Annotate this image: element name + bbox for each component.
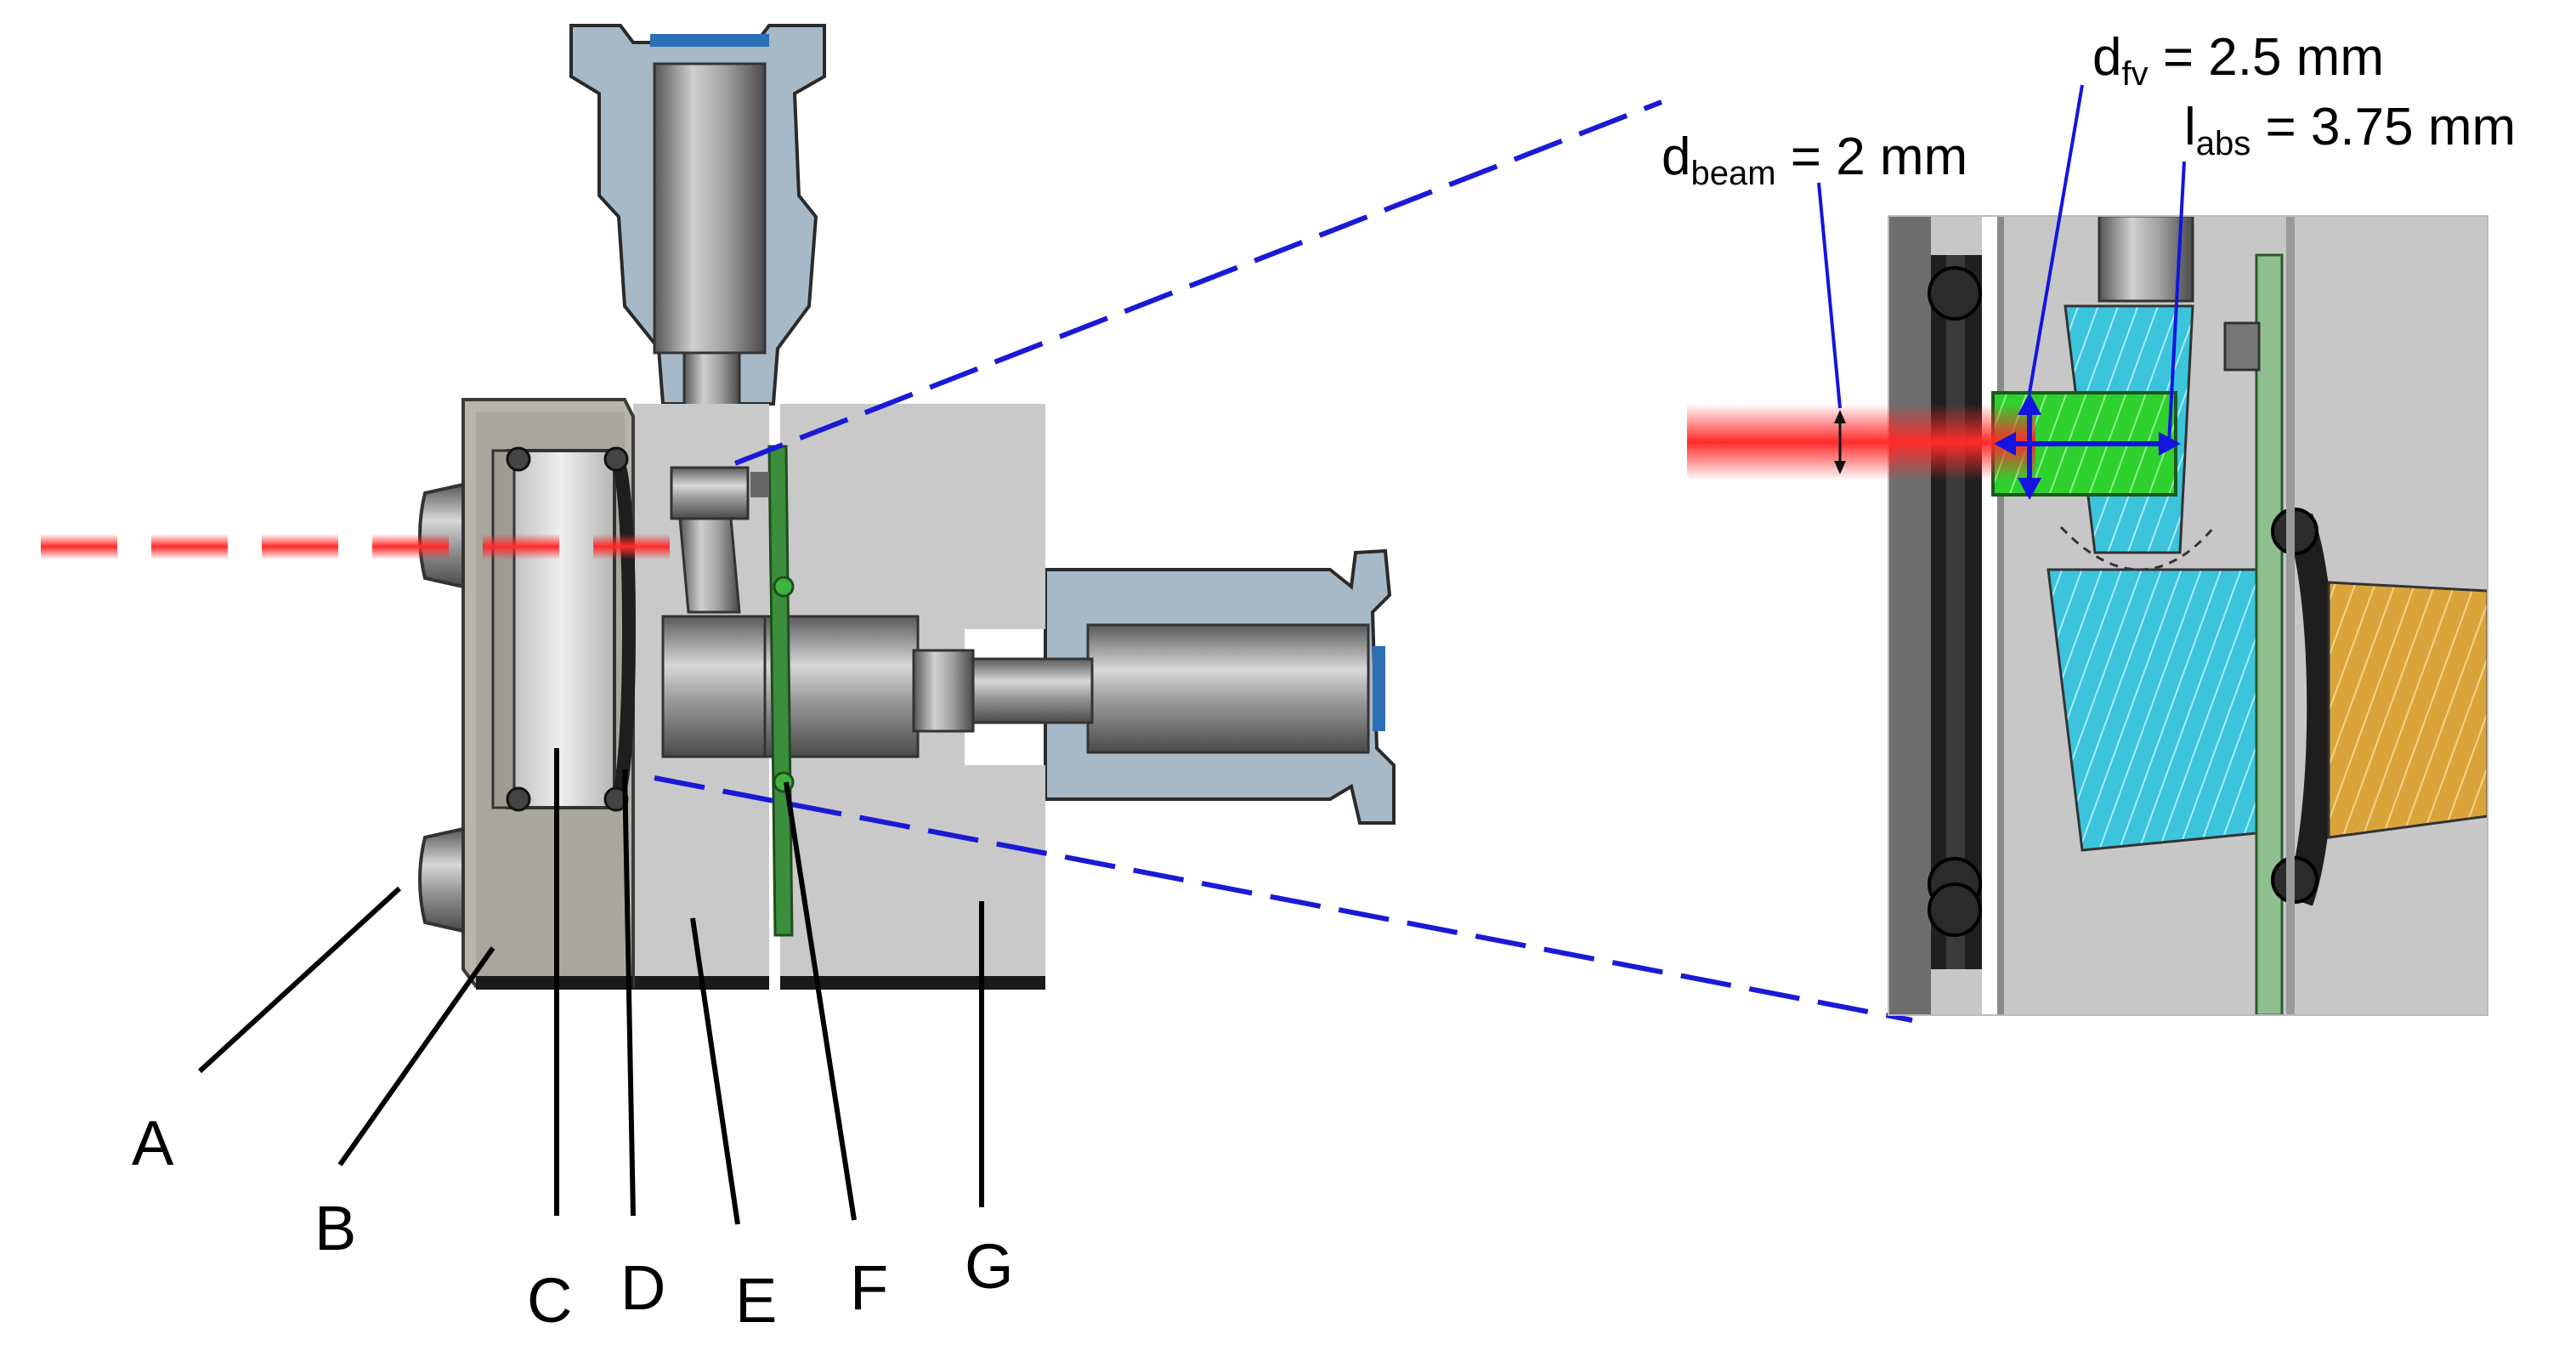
cell-assembly [41, 24, 1396, 990]
label-d: D [620, 1252, 665, 1323]
absorption-length-label: labs = 3.75 mm [2184, 98, 2516, 162]
leader-lines [197, 748, 984, 1225]
side-fluid-fitting [963, 548, 1396, 825]
label-f: F [850, 1252, 888, 1323]
laser-beam-dashed [41, 534, 670, 559]
fluid-volume-diameter-label: dfv = 2.5 mm [2092, 28, 2384, 93]
o-ring-d [506, 446, 636, 812]
label-c: C [527, 1265, 572, 1336]
beam-diameter-label: dbeam = 2 mm [1662, 128, 1967, 192]
zoom-inset [1888, 216, 2488, 1015]
dimension-arrows [1817, 84, 2186, 500]
label-g: G [965, 1231, 1014, 1302]
label-a: A [132, 1108, 174, 1178]
window-c [507, 449, 616, 809]
label-e: E [735, 1265, 777, 1336]
label-b: B [314, 1193, 356, 1263]
zoom-guide-lines [654, 99, 1913, 1023]
laser-beam-zoom [1687, 404, 1891, 480]
